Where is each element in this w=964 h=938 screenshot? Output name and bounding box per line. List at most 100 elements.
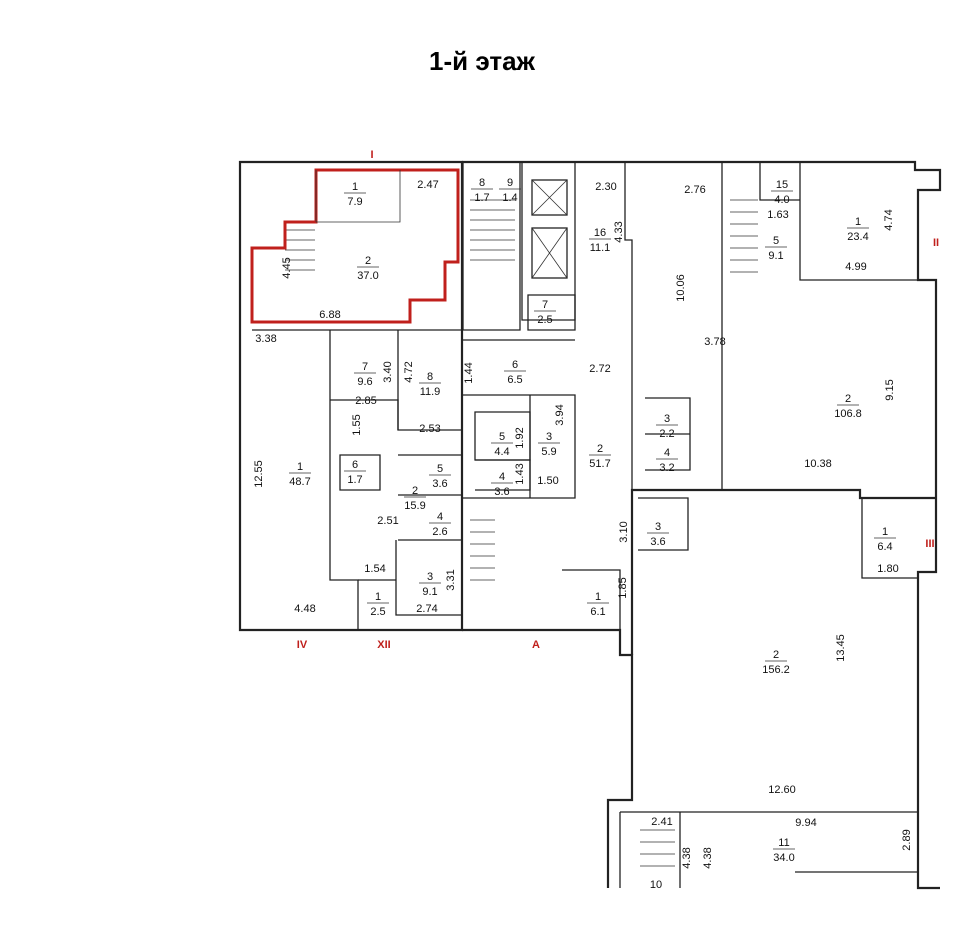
dimension-label: 1.50 xyxy=(537,475,558,487)
dimension-label: 12.55 xyxy=(253,460,265,488)
dimension-label: 2.72 xyxy=(589,363,610,375)
dimension-label: 4.99 xyxy=(845,261,866,273)
highlighted-area xyxy=(250,168,460,324)
dimension-label: 2.51 xyxy=(377,515,398,527)
floor-title: 1-й этаж xyxy=(429,46,535,76)
room-area: 6.5 xyxy=(507,374,522,386)
room-label: 2 106.8 xyxy=(834,393,862,420)
room-label: 10 xyxy=(650,879,662,891)
axis-label: IV xyxy=(297,639,308,651)
room-area: 2.5 xyxy=(370,606,385,618)
room-label: 123.4 xyxy=(847,216,869,243)
axis-label: А xyxy=(532,639,540,651)
room-area: 6.1 xyxy=(590,606,605,618)
room-number: 1 xyxy=(297,461,303,473)
room-area: 48.7 xyxy=(289,476,310,488)
dimension-label: 4.38 xyxy=(702,847,714,868)
room-label: 79.6 xyxy=(354,361,376,388)
room-number: 2 xyxy=(773,649,779,661)
room-number: 3 xyxy=(664,413,670,425)
dimension-label: 2.89 xyxy=(901,829,913,850)
dimension-label: 6.88 xyxy=(319,309,340,321)
axis-label: III xyxy=(925,538,934,550)
dimension-label: 1.85 xyxy=(617,577,629,598)
room-number: 1 xyxy=(375,591,381,603)
room-number: 1 xyxy=(882,526,888,538)
room-number: 3 xyxy=(427,571,433,583)
room-area: 37.0 xyxy=(357,270,378,282)
room-number: 1 xyxy=(595,591,601,603)
room-area: 106.8 xyxy=(834,408,862,420)
dimension-label: 4.33 xyxy=(613,221,625,242)
dimension-label: 10.06 xyxy=(675,274,687,302)
room-area: 4.4 xyxy=(494,446,509,458)
room-area: 2.6 xyxy=(432,526,447,538)
room-number: 9 xyxy=(507,177,513,189)
room-area: 3.6 xyxy=(650,536,665,548)
room-number: 2 xyxy=(845,393,851,405)
room-labels: 17.9237.081.791.41611.1154.059.1123.472.… xyxy=(289,177,896,891)
room-number: 5 xyxy=(437,463,443,475)
dimension-label: 1.54 xyxy=(364,563,385,575)
room-number: 1 xyxy=(352,181,358,193)
room-number: 10 xyxy=(650,879,662,891)
room-area: 3.6 xyxy=(432,478,447,490)
room-number: 7 xyxy=(362,361,368,373)
dimension-label: 4.72 xyxy=(403,361,415,382)
dimension-label: 3.38 xyxy=(255,333,276,345)
room-label: 251.7 xyxy=(589,443,611,470)
dimension-label: 1.55 xyxy=(351,414,363,435)
room-area: 23.4 xyxy=(847,231,868,243)
room-area: 9.1 xyxy=(422,586,437,598)
room-number: 5 xyxy=(499,431,505,443)
dimension-label: 2.47 xyxy=(417,179,438,191)
room-label: 81.7 xyxy=(471,177,493,204)
room-label: 54.4 xyxy=(491,431,513,458)
room-area: 6.4 xyxy=(877,541,892,553)
room-label: 59.1 xyxy=(765,235,787,262)
dimension-label: 3.94 xyxy=(554,404,566,425)
dimension-label: 2.30 xyxy=(595,181,616,193)
room-area: 2.5 xyxy=(537,314,552,326)
room-area: 4.0 xyxy=(774,194,789,206)
room-label: 91.4 xyxy=(499,177,521,204)
dimension-label: 9.94 xyxy=(795,817,816,829)
room-label: 16.1 xyxy=(587,591,609,618)
room-label: 148.7 xyxy=(289,461,311,488)
room-label: 16.4 xyxy=(874,526,896,553)
room-area: 5.9 xyxy=(541,446,556,458)
dimension-label: 4.48 xyxy=(294,603,315,615)
dimension-label: 4.74 xyxy=(883,209,895,230)
dimension-label: 2.74 xyxy=(416,603,437,615)
room-label: 17.9 xyxy=(344,181,366,208)
room-number: 8 xyxy=(479,177,485,189)
room-number: 3 xyxy=(655,521,661,533)
room-number: 8 xyxy=(427,371,433,383)
dimension-label: 2.41 xyxy=(651,816,672,828)
room-label: 39.1 xyxy=(419,571,441,598)
room-area: 1.4 xyxy=(502,192,517,204)
dimension-label: 2.85 xyxy=(355,395,376,407)
dimension-label: 3.40 xyxy=(382,361,394,382)
room-area: 51.7 xyxy=(589,458,610,470)
dimension-label: 3.78 xyxy=(704,336,725,348)
room-label: 32.2 xyxy=(656,413,678,440)
room-label: 35.9 xyxy=(538,431,560,458)
dimension-label: 3.31 xyxy=(445,569,457,590)
room-area: 3.2 xyxy=(659,462,674,474)
dimension-label: 1.44 xyxy=(463,362,475,383)
room-number: 16 xyxy=(594,227,606,239)
axis-label: II xyxy=(933,237,939,249)
room-number: 15 xyxy=(776,179,788,191)
dimension-label: 10.38 xyxy=(804,458,832,470)
dimension-label: 13.45 xyxy=(835,634,847,662)
stairs xyxy=(285,179,758,867)
room-label: 33.6 xyxy=(647,521,669,548)
dimension-label: 2.53 xyxy=(419,423,440,435)
room-area: 11.9 xyxy=(420,386,441,398)
